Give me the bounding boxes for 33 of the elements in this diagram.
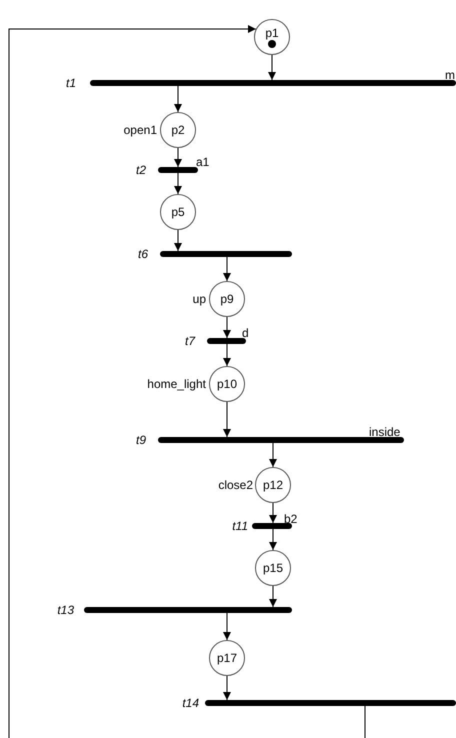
- arrow: [174, 148, 182, 168]
- transition-label: t13: [57, 603, 74, 617]
- arrow: [8, 25, 256, 738]
- arrow: [223, 256, 231, 282]
- arrow: [269, 502, 277, 524]
- transition-label: t6: [138, 247, 148, 261]
- signal-label: open1: [124, 122, 157, 138]
- signal-label: up: [192, 291, 206, 307]
- signal-label: b2: [284, 511, 298, 527]
- transition-label: t9: [136, 433, 146, 447]
- signal-label: d: [242, 325, 249, 341]
- arrow: [174, 230, 182, 252]
- transition-label: t7: [184, 334, 195, 348]
- transition-label: t2: [136, 163, 146, 177]
- transition-label: t1: [66, 76, 76, 90]
- signal-label: close2: [218, 477, 253, 493]
- arrow: [174, 172, 182, 194]
- signal-label: m: [445, 67, 455, 83]
- arrow: [174, 86, 182, 112]
- arrow: [268, 54, 276, 80]
- signal-label: a1: [196, 154, 210, 170]
- signal-label: home_light: [147, 376, 206, 392]
- signal-label: inside: [369, 424, 400, 440]
- arrow: [269, 442, 277, 468]
- arrow: [223, 402, 231, 438]
- arrow: [223, 676, 231, 700]
- arrow: [223, 344, 231, 366]
- arrow: [223, 316, 231, 338]
- transition-label: t11: [232, 519, 248, 533]
- arrow: [223, 612, 231, 640]
- transition-label: t14: [182, 696, 199, 710]
- arrow: [269, 528, 277, 550]
- arrow: [269, 586, 277, 608]
